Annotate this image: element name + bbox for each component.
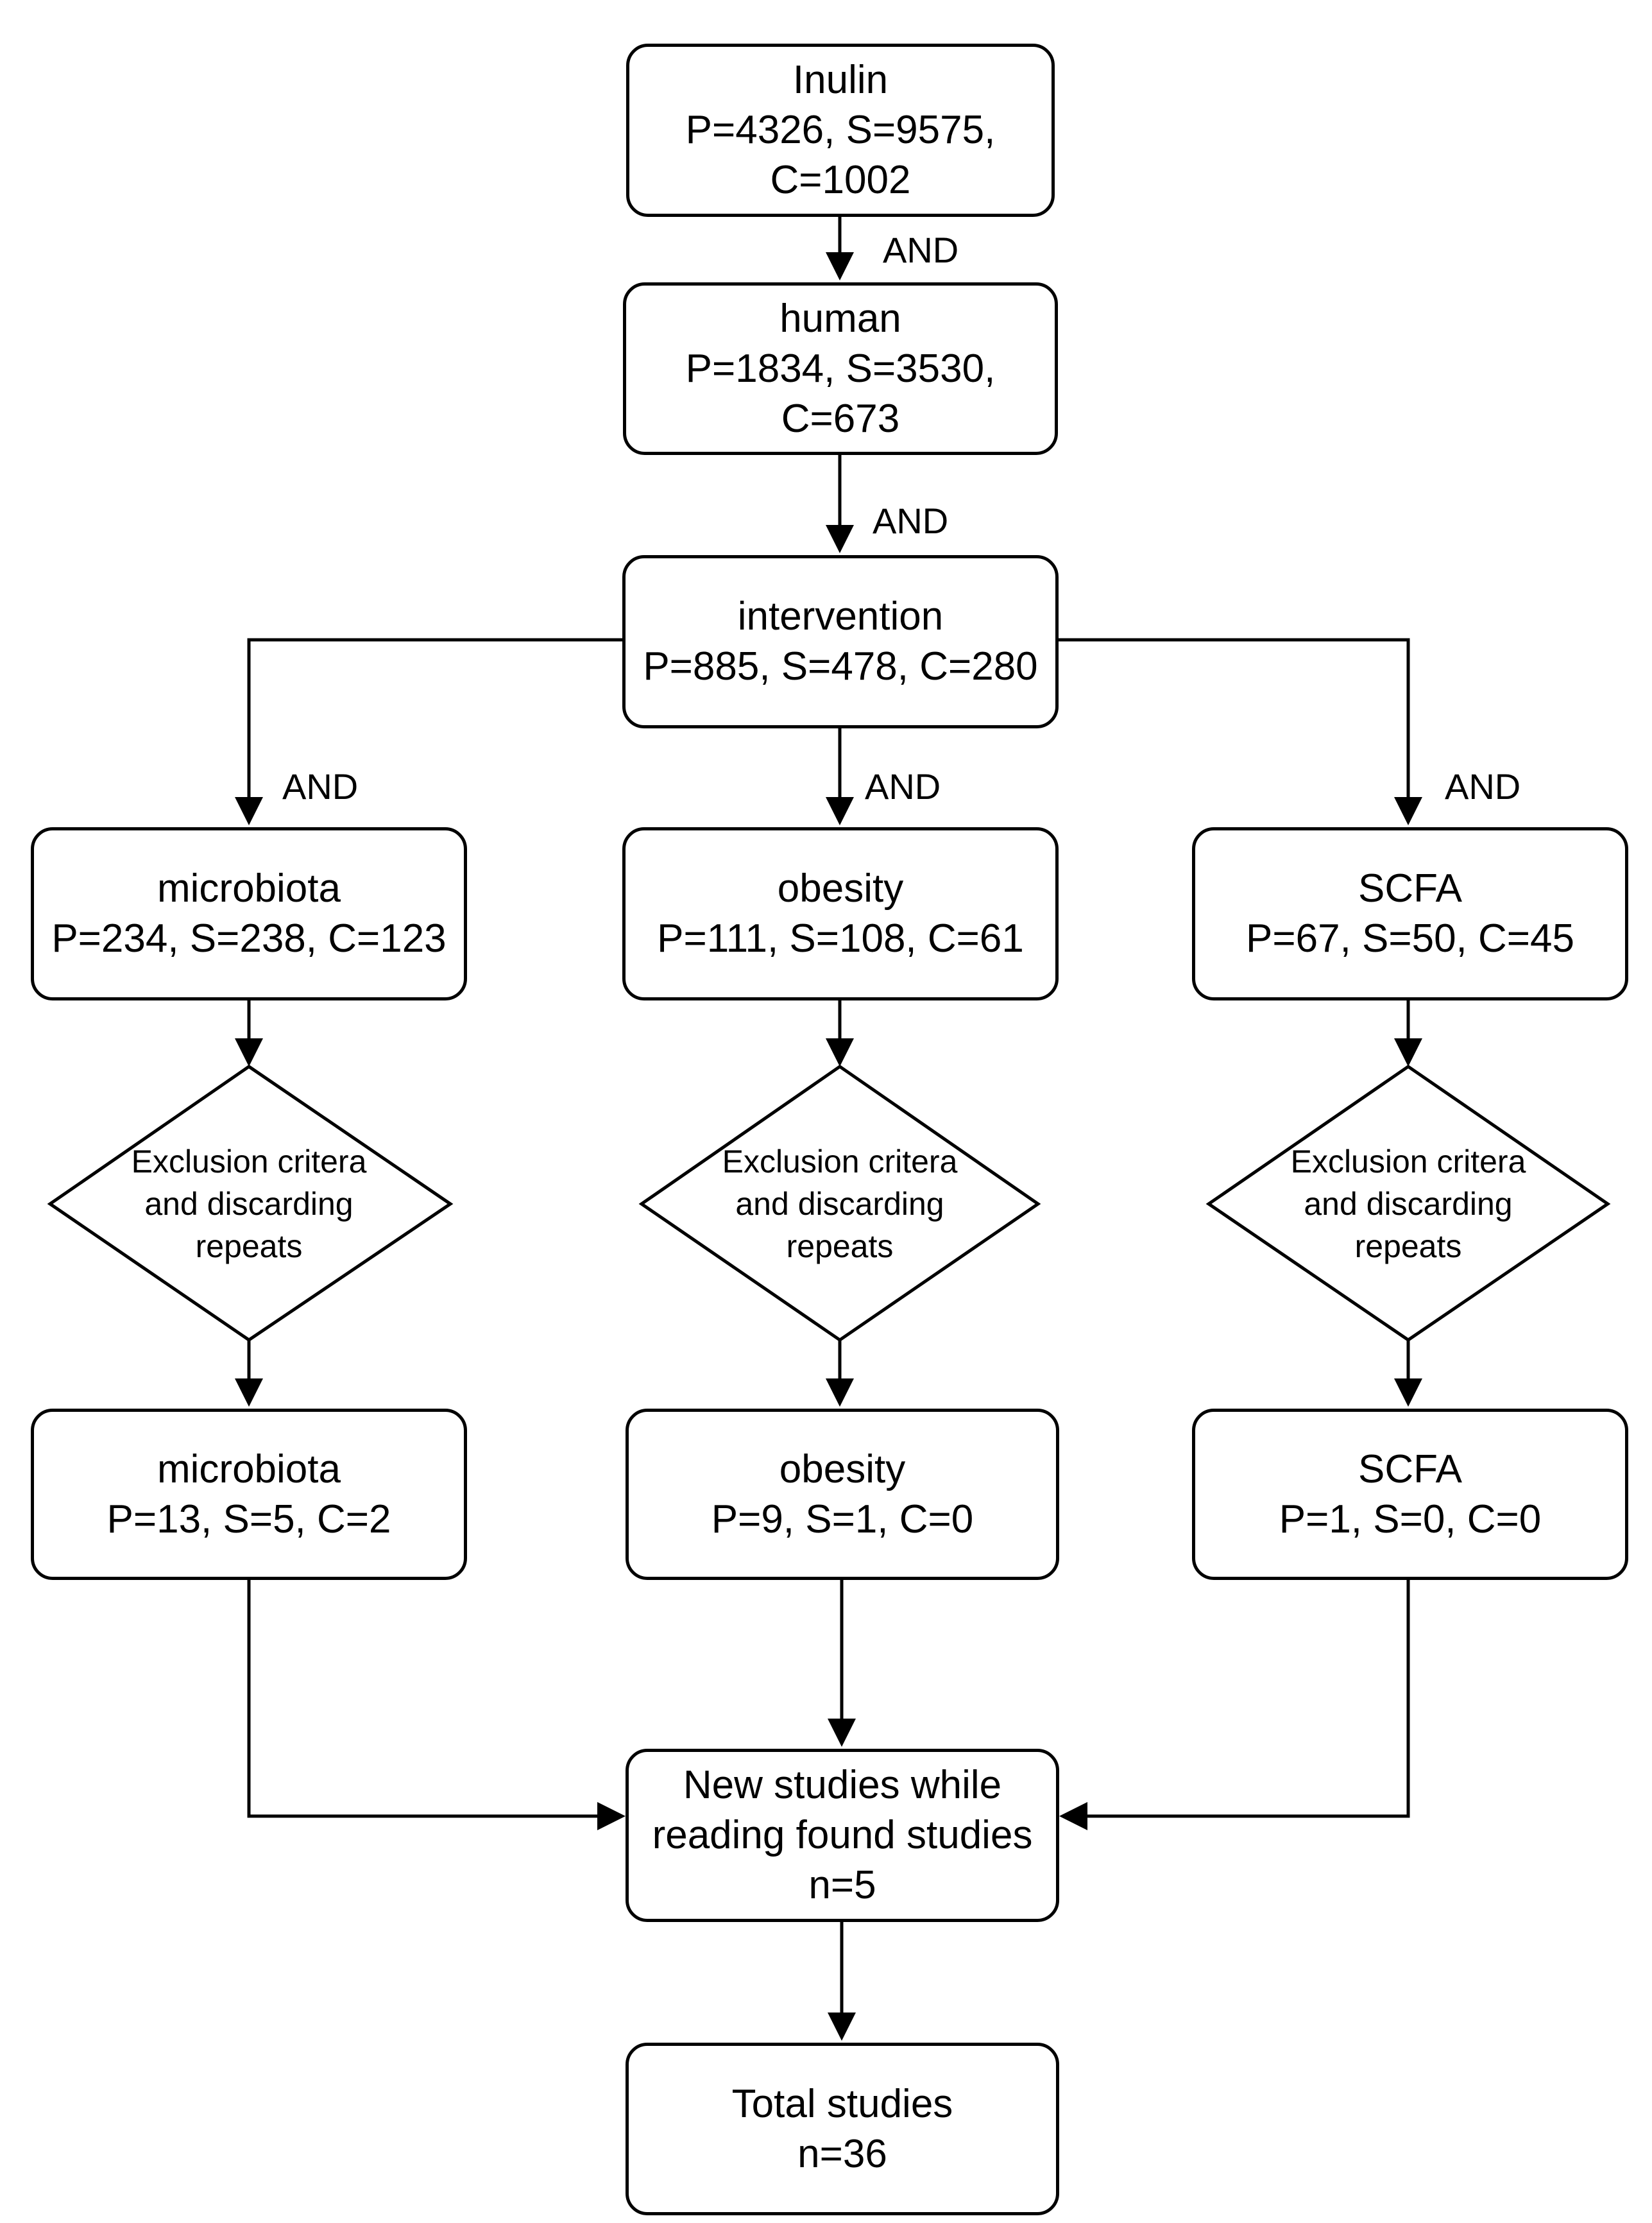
arrowhead-human (826, 252, 854, 280)
box-microbiota-final-counts: P=13, S=5, C=2 (106, 1497, 391, 1541)
arrowhead-total (828, 2013, 856, 2041)
box-new-studies-line-2: reading found studies (652, 1813, 1033, 1857)
box-scfa-counts: P=67, S=50, C=45 (1246, 916, 1574, 961)
box-inulin: Inulin P=4326, S=9575, C=1002 (626, 44, 1055, 217)
box-intervention-title: intervention (737, 594, 944, 639)
box-inulin-counts-2: C=1002 (770, 158, 911, 202)
connectors (47, 215, 1611, 2041)
box-intervention: intervention P=885, S=478, C=280 (622, 555, 1059, 728)
box-scfa-title: SCFA (1358, 866, 1462, 911)
connector-microbiota-final-new (247, 1578, 599, 1818)
box-total-studies: Total studies n=36 (626, 2043, 1059, 2215)
box-microbiota-counts: P=234, S=238, C=123 (51, 916, 447, 961)
and-label-scfa: AND (1445, 766, 1521, 807)
decision-text-right: Exclusion critera and discarding repeats (1235, 1133, 1581, 1275)
arrowhead-decision-center (826, 1038, 854, 1067)
box-inulin-title: Inulin (792, 58, 889, 102)
box-obesity-title: obesity (777, 866, 904, 911)
arrowhead-microbiota-final (235, 1378, 263, 1407)
decision-text-left: Exclusion critera and discarding repeats (76, 1133, 422, 1275)
arrowhead-obesity-final (826, 1378, 854, 1407)
box-obesity-final-title: obesity (779, 1446, 906, 1491)
box-obesity-counts: P=111, S=108, C=61 (657, 916, 1024, 961)
arrowhead-scfa-final (1394, 1378, 1422, 1407)
arrowhead-new-left (597, 1802, 626, 1830)
arrowhead-scfa (1394, 797, 1422, 825)
arrowhead-new-right (1059, 1802, 1087, 1830)
arrowhead-decision-right (1394, 1038, 1422, 1067)
box-obesity: obesity P=111, S=108, C=61 (622, 827, 1059, 1000)
connector-intervention-microbiota (247, 638, 622, 798)
decision-text-center: Exclusion critera and discarding repeats (667, 1133, 1013, 1275)
box-microbiota-final: microbiota P=13, S=5, C=2 (31, 1409, 467, 1580)
box-new-studies-count: n=5 (808, 1863, 876, 1907)
decision-right-line-3: repeats (1354, 1228, 1462, 1264)
connector-scfa-final-new (1086, 1578, 1410, 1818)
box-scfa-final-counts: P=1, S=0, C=0 (1279, 1497, 1542, 1541)
box-human-title: human (779, 296, 901, 341)
decision-right-line-2: and discarding (1304, 1186, 1513, 1222)
decision-center-line-2: and discarding (735, 1186, 944, 1222)
arrowhead-decision-left (235, 1038, 263, 1067)
decision-center-line-1: Exclusion critera (722, 1144, 958, 1180)
arrowhead-new-top (828, 1719, 856, 1747)
box-total-studies-title: Total studies (731, 2081, 953, 2126)
box-total-studies-count: n=36 (797, 2131, 887, 2176)
box-obesity-final-counts: P=9, S=1, C=0 (711, 1497, 974, 1541)
decision-center-line-3: repeats (786, 1228, 894, 1264)
box-intervention-counts: P=885, S=478, C=280 (643, 644, 1038, 689)
and-label-human-intervention: AND (873, 501, 949, 541)
arrowhead-obesity (826, 797, 854, 825)
arrowhead-microbiota (235, 797, 263, 825)
connector-intervention-scfa (1057, 638, 1410, 798)
and-label-inulin-human: AND (883, 230, 959, 270)
box-obesity-final: obesity P=9, S=1, C=0 (626, 1409, 1059, 1580)
arrowhead-intervention (826, 525, 854, 553)
box-new-studies-line-1: New studies while (683, 1763, 1002, 1807)
decision-right-line-1: Exclusion critera (1290, 1144, 1526, 1180)
box-scfa-final: SCFA P=1, S=0, C=0 (1192, 1409, 1628, 1580)
box-scfa-final-title: SCFA (1358, 1446, 1462, 1491)
box-inulin-counts: P=4326, S=9575, (685, 108, 996, 152)
decision-left-line-3: repeats (195, 1228, 303, 1264)
decision-left-line-2: and discarding (144, 1186, 353, 1222)
decision-left-line-1: Exclusion critera (131, 1144, 367, 1180)
box-human-counts: P=1834, S=3530, (685, 346, 996, 391)
box-microbiota-final-title: microbiota (157, 1446, 341, 1491)
box-microbiota: microbiota P=234, S=238, C=123 (31, 827, 467, 1000)
and-label-obesity: AND (865, 766, 941, 807)
and-label-microbiota: AND (282, 766, 359, 807)
box-scfa: SCFA P=67, S=50, C=45 (1192, 827, 1628, 1000)
box-microbiota-title: microbiota (157, 866, 341, 911)
box-human-counts-2: C=673 (781, 396, 900, 441)
box-new-studies: New studies while reading found studies … (626, 1749, 1059, 1922)
box-human: human P=1834, S=3530, C=673 (623, 282, 1058, 455)
